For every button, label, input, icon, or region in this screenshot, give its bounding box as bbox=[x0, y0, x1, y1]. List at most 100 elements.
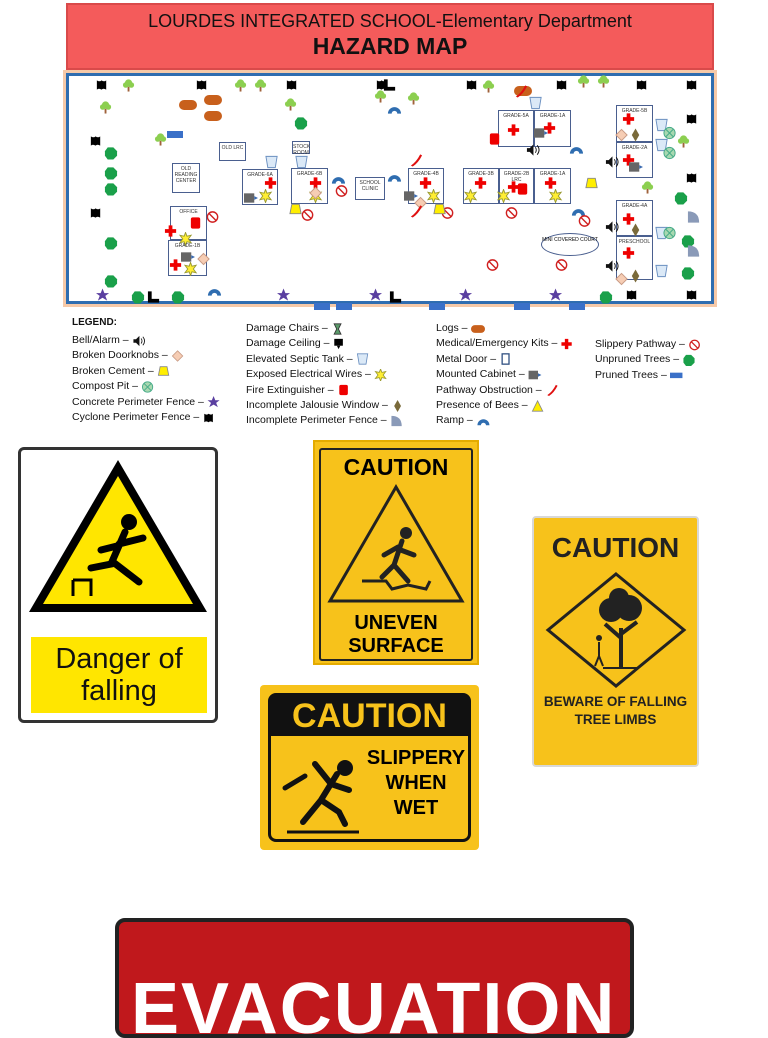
slippery-icon bbox=[505, 207, 518, 219]
map-marker bbox=[534, 126, 548, 140]
map-marker bbox=[244, 191, 258, 205]
map-marker bbox=[605, 155, 619, 169]
slippery-text-2: WHEN bbox=[385, 772, 447, 794]
tree-icon bbox=[677, 135, 690, 148]
cabinet-icon bbox=[528, 370, 542, 380]
legend-item-label: Cyclone Perimeter Fence – bbox=[72, 410, 200, 423]
map-marker bbox=[147, 290, 161, 304]
unpruned-tree-icon bbox=[674, 192, 688, 205]
tree-icon bbox=[577, 75, 590, 88]
map-marker bbox=[178, 231, 193, 247]
legend-item: Compost Pit – bbox=[72, 379, 221, 394]
map-marker bbox=[374, 89, 388, 103]
legend-item: Damage Ceiling – bbox=[246, 336, 405, 351]
legend-item-label: Incomplete Perimeter Fence – bbox=[246, 414, 387, 427]
tree-icon bbox=[374, 90, 387, 103]
legend-column: Damage Chairs –Damage Ceiling –Elevated … bbox=[246, 321, 405, 429]
map-marker bbox=[375, 78, 389, 92]
bell-icon bbox=[605, 221, 619, 233]
map-marker bbox=[301, 208, 315, 222]
doorknob-icon bbox=[615, 272, 628, 286]
tree-icon bbox=[154, 133, 167, 146]
map-marker bbox=[578, 214, 592, 228]
map-marker bbox=[426, 188, 441, 204]
legend-item-label: Damage Chairs – bbox=[246, 322, 328, 334]
map-marker bbox=[569, 142, 583, 156]
legend-item: Pruned Trees – bbox=[595, 368, 702, 383]
map-marker bbox=[529, 96, 543, 110]
map-marker bbox=[429, 299, 447, 313]
medkit-icon bbox=[164, 225, 177, 237]
compost-icon bbox=[141, 381, 154, 393]
map-marker bbox=[625, 288, 639, 302]
legend-item-label: Concrete Perimeter Fence – bbox=[72, 395, 204, 408]
cyclone-fence-icon bbox=[286, 80, 297, 90]
map-marker bbox=[104, 146, 118, 160]
legend-item-label: Ramp – bbox=[436, 414, 473, 427]
map-marker bbox=[383, 78, 397, 92]
incomplete-fence-icon bbox=[391, 415, 402, 427]
wire-icon bbox=[258, 188, 273, 204]
map-marker bbox=[622, 153, 636, 167]
uneven-surface-icon bbox=[327, 484, 465, 603]
legend-item-label: Presence of Bees – bbox=[436, 398, 528, 411]
map-marker bbox=[294, 116, 308, 130]
log-icon bbox=[204, 95, 222, 105]
legend-item-label: Incomplete Jalousie Window – bbox=[246, 398, 388, 411]
map-marker bbox=[663, 226, 677, 240]
map-marker bbox=[685, 112, 699, 126]
pruned-tree-icon bbox=[336, 303, 352, 310]
log-icon bbox=[179, 100, 197, 110]
room-label: PRESCHOOL bbox=[618, 239, 651, 245]
map-room: OLD LRC bbox=[219, 142, 246, 161]
extinguisher-icon bbox=[338, 385, 348, 396]
map-marker bbox=[622, 212, 636, 226]
unpruned-tree-icon bbox=[683, 354, 695, 367]
bell-icon bbox=[133, 335, 145, 346]
cyclone-fence-icon bbox=[90, 208, 101, 218]
doorknob-icon bbox=[615, 128, 628, 142]
map-marker bbox=[179, 98, 197, 112]
cyclone-fence-icon bbox=[90, 136, 101, 146]
map-marker bbox=[555, 78, 569, 92]
map-room: GRADE-6B bbox=[291, 168, 328, 204]
unpruned-tree-icon bbox=[131, 291, 145, 304]
legend-item: Metal Door – bbox=[436, 352, 574, 367]
jalousie-icon bbox=[393, 399, 401, 412]
pruned-tree-icon bbox=[669, 373, 683, 379]
legend-item-label: Exposed Electrical Wires – bbox=[246, 368, 371, 381]
map-marker bbox=[463, 188, 478, 204]
caution-label: CAUTION bbox=[343, 454, 449, 480]
map-marker bbox=[104, 236, 118, 250]
obstruction-icon bbox=[515, 85, 528, 98]
map-marker bbox=[189, 216, 203, 230]
unpruned-tree-icon bbox=[681, 235, 695, 248]
cement-icon bbox=[585, 177, 598, 189]
wire-icon bbox=[548, 188, 563, 204]
septic-icon bbox=[529, 96, 542, 110]
map-marker bbox=[336, 299, 354, 313]
cabinet-icon bbox=[534, 128, 548, 138]
legend-column: Bell/Alarm –Broken Doorknobs –Broken Cem… bbox=[72, 333, 221, 425]
room-label: GRADE-1A bbox=[539, 171, 566, 177]
sign-caution-falling-tree-limbs: CAUTION BEWARE OF FALLING TREE LIMBS bbox=[532, 516, 699, 767]
map-marker bbox=[89, 206, 103, 220]
medkit-icon bbox=[507, 124, 520, 136]
bell-icon bbox=[605, 156, 619, 168]
legend-item: Cyclone Perimeter Fence – bbox=[72, 410, 221, 425]
evacuation-text: EVACUATION bbox=[131, 969, 617, 1038]
cyclone-fence-icon bbox=[376, 80, 387, 90]
legend-column: Slippery Pathway –Unpruned Trees –Pruned… bbox=[595, 337, 702, 383]
map-marker bbox=[264, 176, 278, 190]
map-marker bbox=[622, 112, 636, 126]
map-marker bbox=[284, 97, 298, 111]
bell-icon bbox=[605, 260, 619, 272]
compost-icon bbox=[663, 146, 676, 160]
medkit-icon bbox=[622, 154, 635, 166]
map-marker bbox=[687, 244, 701, 258]
wire-icon bbox=[496, 188, 511, 204]
unpruned-tree-icon bbox=[104, 147, 118, 160]
legend-item-label: Logs – bbox=[436, 322, 468, 334]
room-label: OFFICE bbox=[179, 209, 198, 215]
map-marker bbox=[387, 170, 401, 184]
